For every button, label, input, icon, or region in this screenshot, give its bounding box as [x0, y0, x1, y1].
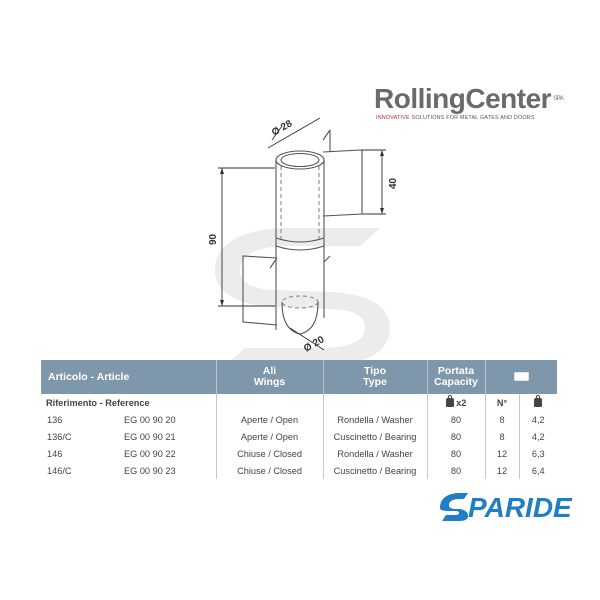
- paride-swoosh-icon: [440, 493, 468, 521]
- subheader-empty-wings: [215, 394, 324, 411]
- cell-ref: 146/C: [47, 465, 72, 476]
- cell-qty: 12: [484, 462, 520, 479]
- box-icon: [513, 372, 529, 381]
- cell-ref: 136: [47, 414, 63, 425]
- header-type-it: Tipo: [364, 365, 386, 377]
- cell-type: Cuscinetto / Bearing: [322, 462, 428, 479]
- cell-weight: 6,4: [518, 462, 558, 479]
- header-wings-en: Wings: [253, 376, 286, 388]
- table-row: 146 EG 00 90 22 Chiuse / Closed Rondella…: [41, 445, 558, 462]
- cell-qty: 8: [484, 428, 520, 445]
- cell-capacity: 80: [426, 462, 486, 479]
- cell-weight: 4,2: [518, 411, 558, 428]
- subheader-number: N°: [484, 394, 520, 411]
- spec-table: Articolo - Article Ali Wings Tipo Type P…: [41, 360, 558, 479]
- cell-qty: 12: [484, 445, 520, 462]
- dim-height-label: 90: [208, 233, 219, 245]
- table-header-row: Articolo - Article Ali Wings Tipo Type P…: [41, 360, 558, 394]
- watermark-s-logo: [215, 228, 390, 366]
- cell-wings: Chiuse / Closed: [215, 445, 324, 462]
- header-capacity-en: Capacity: [434, 376, 478, 388]
- header-capacity-it: Portata: [437, 365, 475, 377]
- table-row: 136 EG 00 90 20 Aperte / Open Rondella /…: [41, 411, 558, 428]
- cell-ref: 136/C: [47, 431, 72, 442]
- header-box: [484, 360, 558, 394]
- subheader-capacity-x2: x2: [426, 394, 486, 411]
- cell-type: Rondella / Washer: [322, 411, 428, 428]
- subheader-x2-label: x2: [456, 398, 467, 408]
- subheader-reference: Riferimento - Reference: [46, 397, 150, 408]
- tagline-red: INNOVATIVE: [376, 115, 410, 121]
- cell-type: Cuscinetto / Bearing: [322, 428, 428, 445]
- subheader-empty-type: [322, 394, 428, 411]
- dimension-arrows: [220, 150, 384, 306]
- paride-logo: PARIDE: [440, 492, 573, 522]
- table-subheader-row: Riferimento - Reference x2 N°: [41, 394, 558, 411]
- brand-part1: Rolling: [374, 83, 466, 114]
- header-wings: Ali Wings: [215, 360, 324, 394]
- cell-code: EG 00 90 23: [124, 465, 176, 476]
- header-wings-it: Ali: [262, 365, 277, 377]
- dim-top-label: Ø 28: [270, 118, 295, 139]
- cell-weight: 4,2: [518, 428, 558, 445]
- cell-weight: 6,3: [518, 445, 558, 462]
- cell-wings: Chiuse / Closed: [215, 462, 324, 479]
- cell-qty: 8: [484, 411, 520, 428]
- table-row: 136/C EG 00 90 21 Aperte / Open Cuscinet…: [41, 428, 558, 445]
- tagline-end: METAL GATES AND DOORS: [459, 115, 535, 121]
- cell-ref: 146: [47, 448, 63, 459]
- brand-trademark: SPA: [553, 96, 564, 102]
- tagline-middle: SOLUTIONS FOR: [409, 115, 460, 121]
- header-type: Tipo Type: [322, 360, 428, 394]
- weight-icon: [534, 395, 543, 407]
- brand-tagline: INNOVATIVE SOLUTIONS FOR METAL GATES AND…: [376, 115, 535, 121]
- cell-type: Rondella / Washer: [322, 445, 428, 462]
- cell-code: EG 00 90 21: [124, 431, 176, 442]
- subheader-weight: [518, 394, 558, 411]
- dimension-lines: [218, 117, 386, 351]
- weight-icon: [445, 395, 454, 407]
- header-capacity: Portata Capacity: [426, 360, 486, 394]
- cell-capacity: 80: [426, 445, 486, 462]
- paride-text: PARIDE: [468, 492, 573, 522]
- cell-wings: Aperte / Open: [215, 411, 324, 428]
- cell-code: EG 00 90 22: [124, 448, 176, 459]
- header-article: Articolo - Article: [41, 360, 217, 394]
- cell-code: EG 00 90 20: [124, 414, 176, 425]
- cell-capacity: 80: [426, 411, 486, 428]
- cell-capacity: 80: [426, 428, 486, 445]
- header-type-en: Type: [363, 376, 387, 388]
- dim-side-label: 40: [388, 177, 399, 189]
- cell-wings: Aperte / Open: [215, 428, 324, 445]
- table-row: 146/C EG 00 90 23 Chiuse / Closed Cuscin…: [41, 462, 558, 479]
- brand-part2: Center: [465, 83, 552, 114]
